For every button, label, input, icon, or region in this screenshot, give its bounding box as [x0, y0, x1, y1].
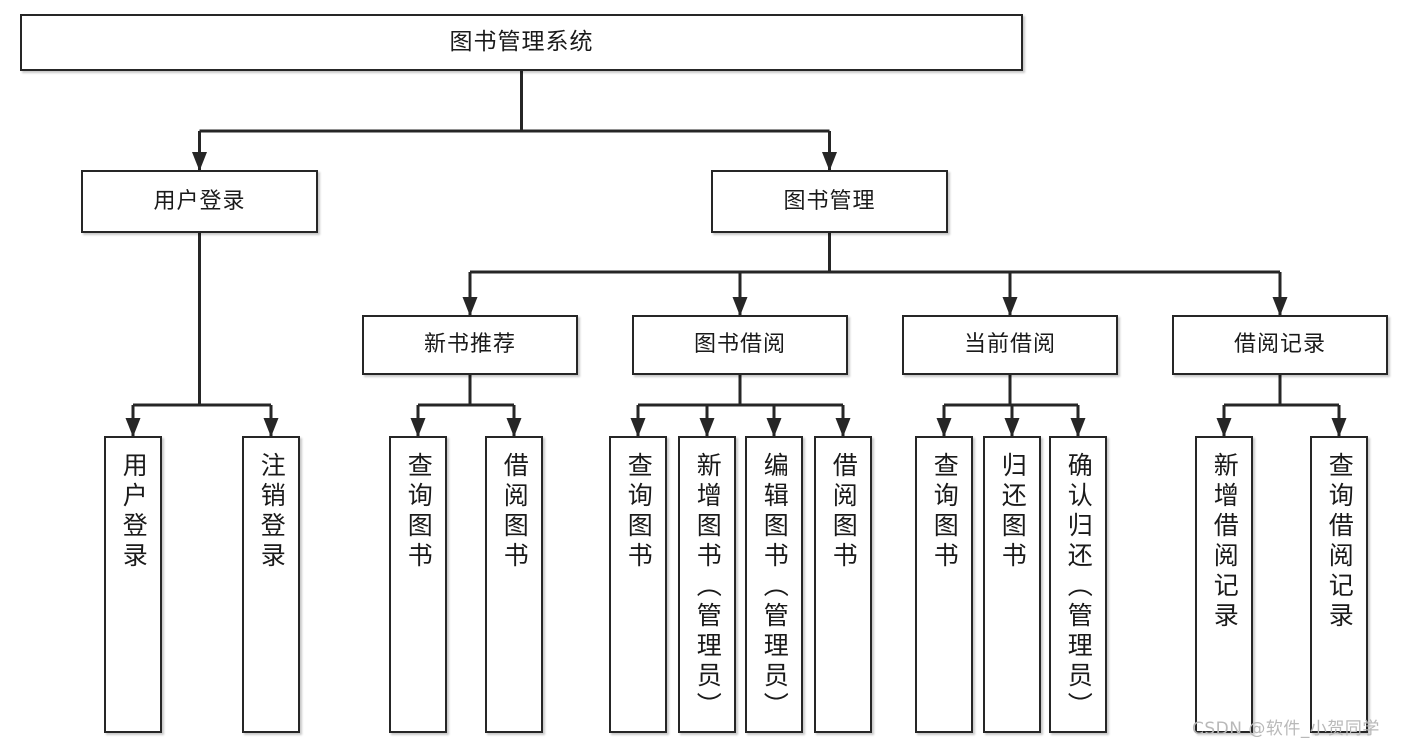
node-label: 借阅记录 [1233, 332, 1326, 358]
connector-arrowhead [125, 418, 141, 437]
connector-arrowhead [732, 297, 748, 316]
node-leaf-return-book[interactable]: 归还图书 [983, 436, 1041, 733]
node-leaf-edit-book[interactable]: 编辑图书（管理员） [745, 436, 803, 733]
node-label: 新增图书（管理员） [693, 452, 723, 722]
node-label: 查询借阅记录 [1325, 452, 1355, 632]
connector-arrowhead [263, 418, 279, 437]
connector-arrowhead [506, 418, 522, 437]
connector-arrowhead [835, 418, 851, 437]
connector-arrowhead [1331, 418, 1347, 437]
connector-arrowhead [936, 418, 952, 437]
connector-arrowhead [766, 418, 782, 437]
node-new-book-rec[interactable]: 新书推荐 [362, 315, 578, 375]
connector-arrowhead [192, 152, 207, 171]
node-leaf-query-book-3[interactable]: 查询图书 [915, 436, 973, 733]
node-book-manage[interactable]: 图书管理 [711, 170, 948, 233]
connector-arrowhead [462, 297, 478, 316]
node-leaf-query-record[interactable]: 查询借阅记录 [1310, 436, 1368, 733]
node-label: 借阅图书 [829, 452, 859, 572]
node-leaf-add-record[interactable]: 新增借阅记录 [1195, 436, 1253, 733]
node-label: 当前借阅 [963, 332, 1056, 358]
node-leaf-query-book-2[interactable]: 查询图书 [609, 436, 667, 733]
node-leaf-query-book-1[interactable]: 查询图书 [389, 436, 447, 733]
node-label: 新书推荐 [423, 332, 516, 358]
node-label: 借阅图书 [500, 452, 530, 572]
node-leaf-borrow-book-2[interactable]: 借阅图书 [814, 436, 872, 733]
node-label: 新增借阅记录 [1210, 452, 1240, 632]
node-root[interactable]: 图书管理系统 [20, 14, 1023, 71]
node-label: 查询图书 [930, 452, 960, 572]
node-user-login[interactable]: 用户登录 [81, 170, 318, 233]
connector-arrowhead [699, 418, 715, 437]
connector-arrowhead [1272, 297, 1288, 316]
node-label: 图书借阅 [693, 332, 786, 358]
connector-arrowhead [1004, 418, 1020, 437]
node-label: 用户登录 [153, 188, 246, 214]
node-label: 查询图书 [404, 452, 434, 572]
node-leaf-confirm-return[interactable]: 确认归还（管理员） [1049, 436, 1107, 733]
connector-arrowhead [822, 152, 837, 171]
node-label: 查询图书 [624, 452, 654, 572]
node-leaf-add-book[interactable]: 新增图书（管理员） [678, 436, 736, 733]
node-label: 注销登录 [257, 452, 287, 572]
node-leaf-borrow-book-1[interactable]: 借阅图书 [485, 436, 543, 733]
connector-arrowhead [1216, 418, 1232, 437]
connector-arrowhead [630, 418, 646, 437]
connector-arrowhead [1002, 297, 1018, 316]
node-leaf-logout[interactable]: 注销登录 [242, 436, 300, 733]
node-label: 图书管理系统 [449, 28, 594, 55]
node-current-borrow[interactable]: 当前借阅 [902, 315, 1118, 375]
node-label: 归还图书 [998, 452, 1028, 572]
connector-arrowhead [410, 418, 426, 437]
node-leaf-user-login[interactable]: 用户登录 [104, 436, 162, 733]
node-label: 确认归还（管理员） [1064, 452, 1094, 722]
node-label: 编辑图书（管理员） [760, 452, 790, 722]
node-book-borrow[interactable]: 图书借阅 [632, 315, 848, 375]
node-label: 用户登录 [119, 452, 149, 572]
node-borrow-record[interactable]: 借阅记录 [1172, 315, 1388, 375]
csdn-watermark: CSDN @软件_小贺同学 [1192, 719, 1380, 739]
node-label: 图书管理 [783, 188, 876, 214]
connector-arrowhead [1070, 418, 1086, 437]
